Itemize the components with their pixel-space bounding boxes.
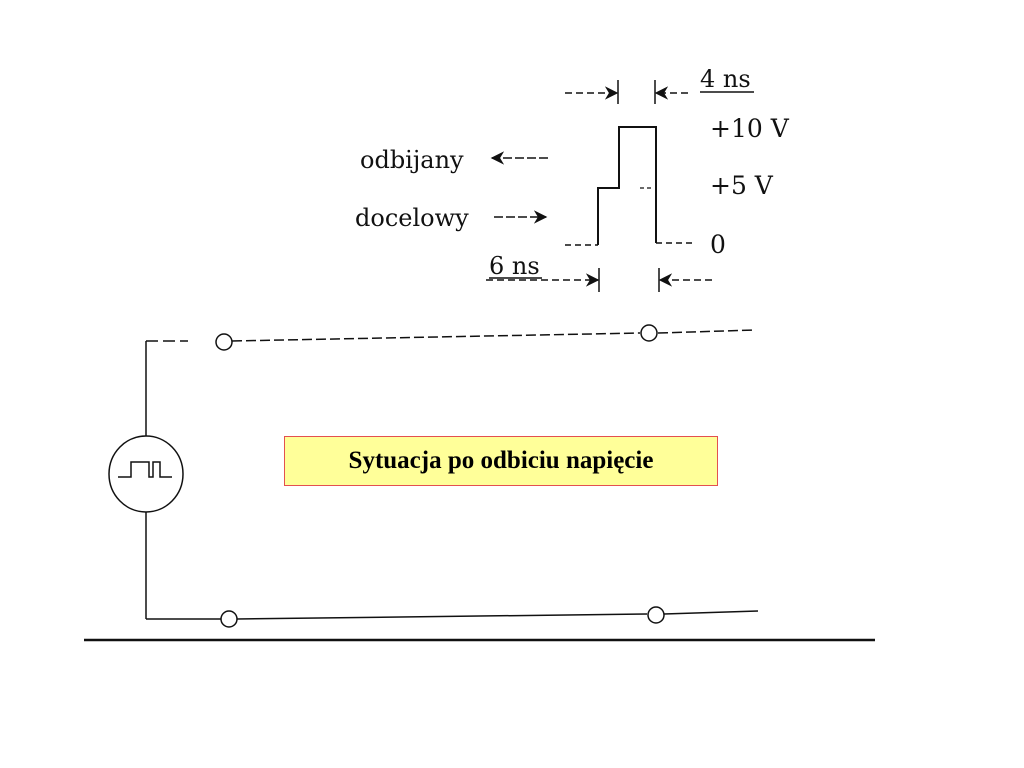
incident-label: docelowy [355, 204, 469, 232]
transmission-line [108, 324, 759, 628]
width-top-marker [565, 80, 688, 104]
pulse-source-symbol [118, 461, 172, 478]
caption-text: Sytuacja po odbiciu napięcie [348, 447, 654, 474]
level-mid-label: +5 V [710, 171, 774, 200]
top-conductor-main [231, 332, 641, 342]
terminal-top-left [215, 333, 233, 351]
top-conductor-right [657, 329, 756, 334]
reflected-label: odbijany [360, 146, 464, 174]
level-high-label: +10 V [710, 114, 790, 143]
bottom-conductor-main [236, 613, 648, 620]
width-top-label: 4 ns [700, 65, 751, 93]
level-zero-label: 0 [710, 230, 726, 259]
bottom-conductor-right [663, 610, 759, 615]
pulse-source [108, 435, 184, 513]
caption-box: Sytuacja po odbiciu napięcie [284, 436, 718, 486]
width-bottom-marker [486, 268, 712, 292]
terminal-bottom-left [220, 610, 238, 628]
pulse-trace [597, 126, 657, 245]
terminal-top-right [640, 324, 658, 342]
pulse-waveform [565, 126, 695, 246]
width-bottom-label: 6 ns [489, 252, 540, 280]
terminal-bottom-right [647, 606, 665, 624]
